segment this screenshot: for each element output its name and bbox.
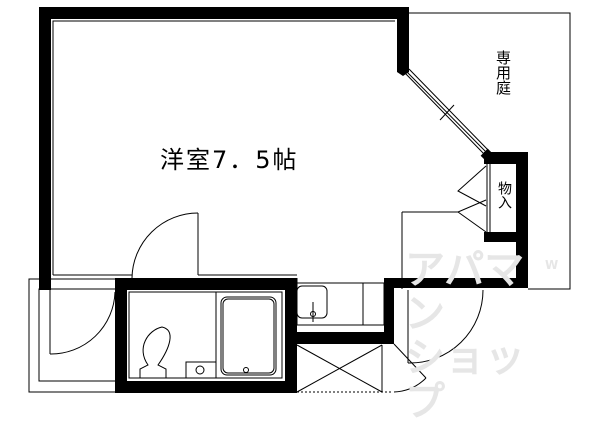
watermark-mark: W xyxy=(545,258,559,272)
closet-doors xyxy=(456,163,491,233)
room-label-western: 洋室7．5帖 xyxy=(160,146,299,174)
garden-outline xyxy=(401,12,571,290)
watermark-line2: ショップ xyxy=(405,335,525,425)
room-label-storage: 物入 xyxy=(496,181,512,209)
diagonal-window xyxy=(403,68,491,157)
room-label-garden: 専用庭 xyxy=(494,50,512,95)
exit-doors xyxy=(393,289,484,393)
walls xyxy=(39,7,528,393)
floor-plan xyxy=(28,7,571,393)
unit-bath xyxy=(128,291,283,379)
hall-area xyxy=(296,344,391,393)
watermark-line1: アパマン xyxy=(405,247,525,337)
room-door xyxy=(131,212,199,279)
inner-lines xyxy=(52,20,395,276)
entrance xyxy=(28,278,116,393)
kitchen xyxy=(296,278,385,326)
watermark-logo: アパマン ショップ xyxy=(405,248,555,424)
